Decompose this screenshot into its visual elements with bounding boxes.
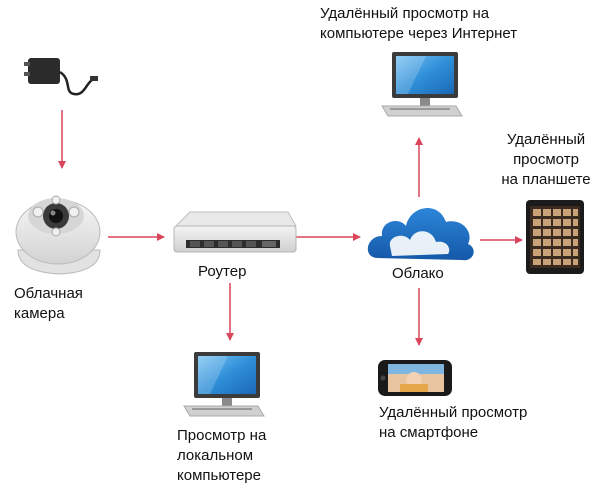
cloud-label: Облако	[392, 265, 444, 282]
camera-label: Облачная камера	[14, 285, 83, 322]
desktop-computer-icon	[381, 52, 463, 117]
power-adapter-icon	[24, 58, 98, 96]
router-icon	[173, 211, 297, 253]
dome-camera-icon	[15, 195, 101, 275]
tablet-icon	[526, 200, 584, 274]
desktop-computer-icon	[183, 352, 265, 417]
remote-pc-label: Удалённый просмотр на компьютере через И…	[320, 5, 518, 42]
smartphone-label: Удалённый просмотр на смартфоне	[379, 404, 528, 441]
local-pc-label: Просмотр на локальном компьютере	[177, 427, 267, 484]
cloud-icon	[367, 208, 474, 261]
smartphone-icon	[378, 360, 452, 396]
connection-arrows	[58, 110, 523, 346]
router-label: Роутер	[198, 263, 247, 280]
tablet-label: Удалённый просмотр на планшете	[501, 131, 591, 188]
